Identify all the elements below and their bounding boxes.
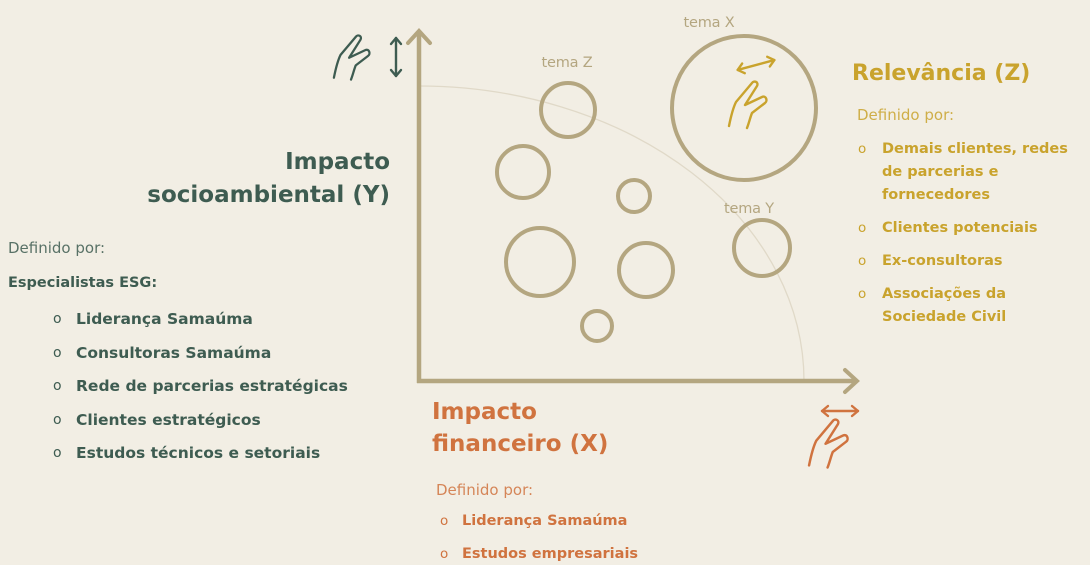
hand-icon	[807, 418, 849, 469]
y-axis-title-line-2: socioambiental (Y)	[147, 182, 390, 208]
financial-defined-by-label: Definido por:	[436, 481, 534, 499]
theme-bubble	[580, 309, 614, 343]
reference-arc	[418, 85, 805, 382]
bullet-marker: o	[440, 546, 449, 562]
list-item-line: Estudos técnicos e setoriais	[76, 444, 321, 462]
bullet-marker: o	[53, 378, 62, 394]
list-item: o Consultoras Samaúma	[53, 337, 348, 371]
z-dimension-title: Relevância (Z)	[852, 61, 1031, 86]
pinch-zoom-diagonal-icon	[727, 55, 776, 130]
bullet-marker: o	[53, 411, 62, 428]
list-item-text: Estudos técnicos e setoriais	[76, 437, 320, 471]
list-item-line: Liderança Samaúma	[462, 513, 628, 529]
theme-bubble-y	[732, 218, 792, 278]
list-item-line: de parcerias e	[882, 164, 999, 180]
theme-bubble-x	[670, 34, 818, 182]
list-item: o Estudos empresariais	[440, 546, 638, 563]
theme-bubble	[617, 241, 675, 299]
list-item-line: Rede de parcerias estratégicas	[76, 377, 348, 395]
list-item-line: fornecedores	[882, 187, 990, 203]
list-item-text: Liderança Samaúma	[462, 513, 627, 530]
bullet-marker: o	[440, 513, 449, 529]
list-item-line: Estudos empresariais	[462, 546, 639, 562]
esg-specialists-heading: Especialistas ESG:	[8, 275, 158, 291]
list-item-text: Consultoras Samaúma	[76, 337, 271, 371]
list-item-text: Clientes potenciais	[882, 217, 1038, 240]
list-item-line: Clientes potenciais	[882, 220, 1038, 236]
list-item-text: Estudos empresariais	[462, 546, 638, 563]
relevance-defined-by-label: Definido por:	[857, 106, 955, 124]
list-item-line: Demais clientes, redes	[882, 141, 1068, 157]
theme-label-z: tema Z	[542, 55, 593, 71]
theme-bubble	[504, 226, 576, 298]
list-item-text: Liderança Samaúma	[76, 303, 253, 337]
list-item-text: Rede de parcerias estratégicas	[76, 370, 348, 404]
list-item-text: Clientes estratégicos	[76, 404, 261, 438]
theme-label-y: tema Y	[724, 201, 774, 217]
x-axis-title-line-1: Impacto	[432, 399, 537, 425]
list-item: o Liderança Samaúma	[440, 513, 638, 530]
list-item: o Liderança Samaúma	[53, 303, 348, 337]
theme-bubble	[616, 178, 652, 214]
pinch-zoom-horizontal-icon	[807, 404, 860, 469]
list-item-line: Clientes estratégicos	[76, 410, 261, 429]
hand-icon	[332, 34, 371, 81]
double-arrow-horizontal-icon	[820, 404, 860, 418]
list-item-line: Consultoras Samaúma	[76, 343, 272, 362]
list-item-text: Associações da Sociedade Civil	[882, 283, 1006, 329]
bullet-marker: o	[53, 445, 62, 461]
list-item: o Clientes potenciais	[858, 217, 1068, 240]
x-axis-arrowhead	[843, 368, 860, 394]
bullet-marker: o	[858, 141, 867, 157]
y-axis-arrowhead	[406, 28, 432, 45]
bullet-marker: o	[858, 253, 867, 269]
double-arrow-diagonal-icon	[736, 55, 776, 75]
double-arrow-vertical-icon	[389, 36, 403, 78]
hand-icon	[727, 80, 768, 130]
bullet-marker: o	[53, 344, 62, 361]
list-item: o Rede de parcerias estratégicas	[53, 370, 348, 404]
list-item-text: Demais clientes, redes de parcerias e forn…	[882, 138, 1068, 207]
bullet-marker: o	[858, 286, 867, 302]
list-item: o Associações da Sociedade Civil	[858, 283, 1068, 329]
x-axis-title: Impacto financeiro (X)	[432, 396, 608, 460]
list-item: o Ex-consultoras	[858, 250, 1068, 273]
theme-bubble-z	[539, 81, 597, 139]
list-item-line: Ex-consultoras	[882, 253, 1003, 269]
list-item: o Clientes estratégicos	[53, 404, 348, 438]
pinch-zoom-vertical-icon	[332, 34, 403, 81]
social-defined-by-label: Definido por:	[8, 239, 106, 257]
list-item: o Demais clientes, redes de parcerias e for…	[858, 138, 1068, 207]
x-axis-title-line-2: financeiro (X)	[432, 431, 609, 457]
theme-bubble	[495, 144, 551, 200]
list-item-line: Sociedade Civil	[882, 309, 1007, 325]
y-axis-title: Impacto socioambiental (Y)	[147, 146, 390, 212]
relevance-sources-list: o Demais clientes, redes de parcerias e for…	[858, 138, 1068, 329]
theme-label-x: tema X	[684, 15, 735, 31]
list-item: o Estudos técnicos e setoriais	[53, 437, 348, 471]
bullet-marker: o	[858, 220, 867, 236]
y-axis-title-line-1: Impacto	[285, 149, 390, 175]
list-item-line: Associações da	[882, 286, 1007, 302]
list-item-text: Ex-consultoras	[882, 250, 1003, 273]
list-item-line: Liderança Samaúma	[76, 310, 253, 328]
bullet-marker: o	[53, 311, 62, 327]
